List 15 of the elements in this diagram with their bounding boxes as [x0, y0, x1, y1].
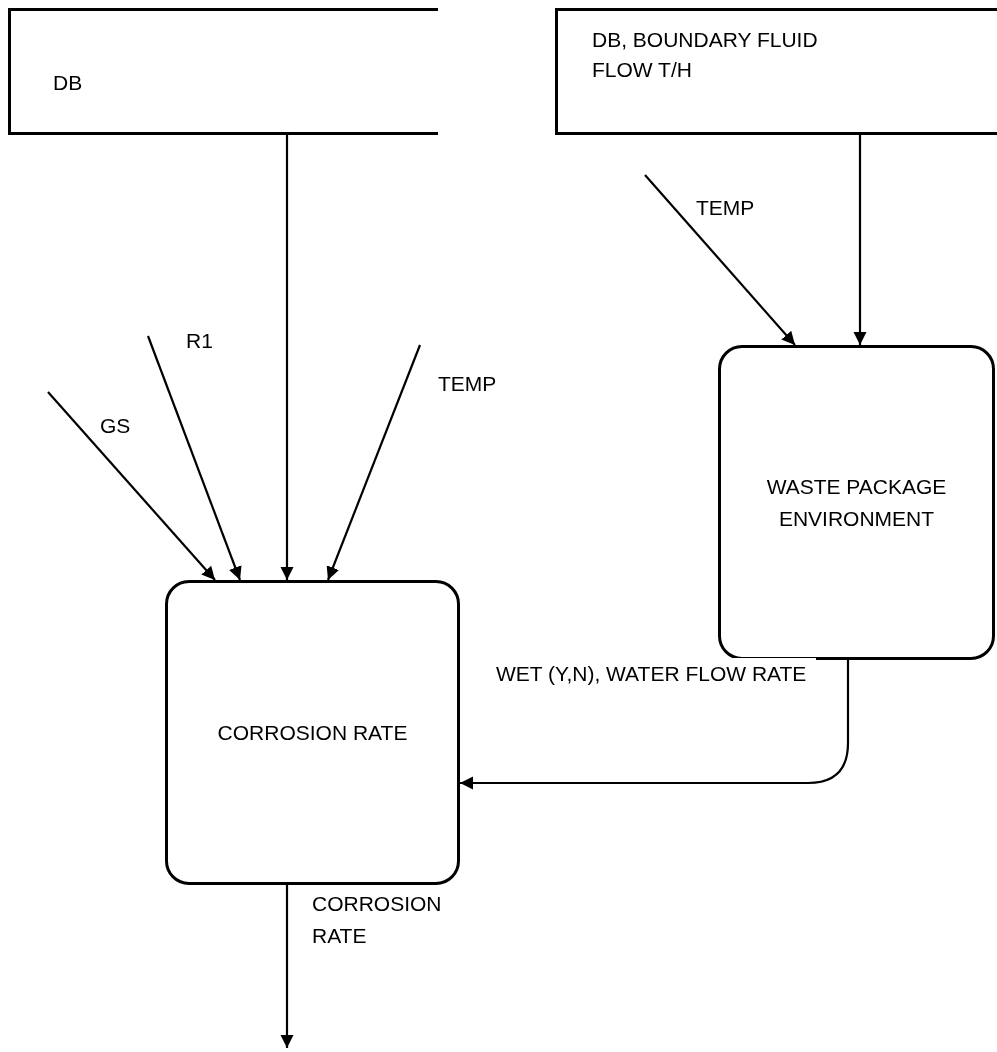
data-box: [8, 8, 438, 135]
arrow: [280, 135, 294, 580]
arrow: [460, 660, 850, 790]
process-box: [165, 580, 460, 885]
node-label: DB: [53, 71, 83, 94]
arrow: [853, 135, 867, 345]
arrow: [47, 391, 216, 581]
arrow: [326, 344, 422, 581]
arrow: [280, 885, 294, 1048]
data-box: [555, 8, 997, 135]
node-label: CORROSION RATE: [217, 719, 408, 746]
node-label: WASTE PACKAGE ENVIRONMENT: [765, 474, 948, 532]
arrow: [146, 335, 242, 581]
node-label: DB, BOUNDARY FLUID FLOW T/H: [592, 28, 818, 82]
arrow: [644, 174, 796, 346]
